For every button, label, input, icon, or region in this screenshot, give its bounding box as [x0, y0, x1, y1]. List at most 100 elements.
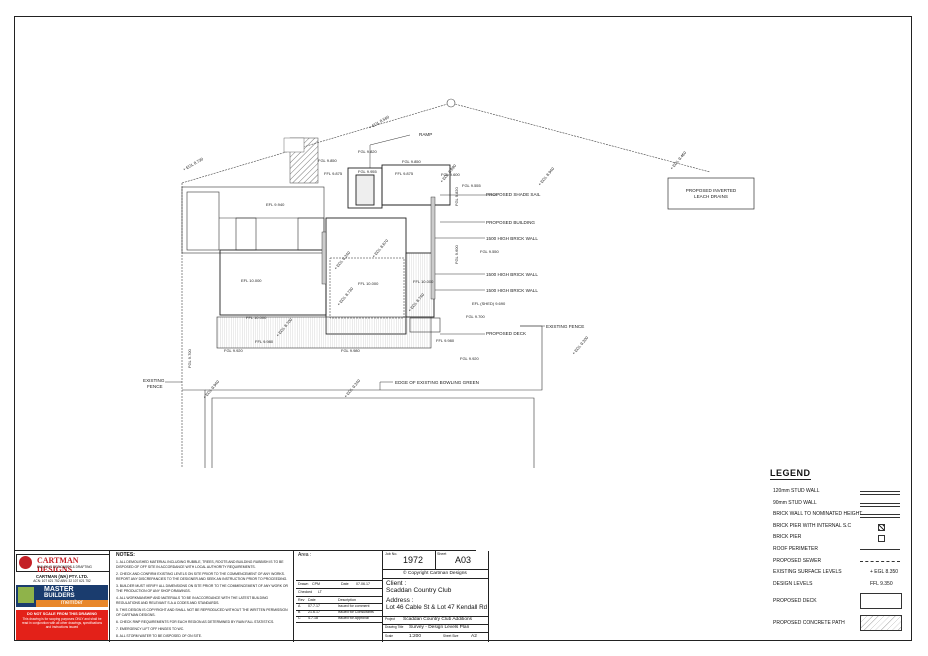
- master-builders-badge: MASTER BUILDERS member: [16, 585, 108, 607]
- project-info-panel: Job No. 1972 Sheet A03 © Copyright Cartm…: [383, 551, 489, 642]
- note-item: 7. EMERGENCY LIFT OFF HINGES TO WC.: [116, 627, 185, 631]
- revision-date: 07.7.17: [308, 604, 320, 608]
- title-block: CARTMAN DESIGNS BUILDING DESIGNERS & DRA…: [14, 550, 489, 642]
- level-label: FFL 9.875: [324, 171, 343, 176]
- level-label: FFL 10.000: [358, 281, 379, 286]
- egl-label: + EGL 8.670: [371, 238, 390, 259]
- level-label: FFL 9.980: [436, 338, 455, 343]
- level-label: FGL 9.955: [358, 169, 378, 174]
- ramp-label: RAMP: [419, 132, 432, 137]
- water-tank: [283, 137, 305, 153]
- site-boundary: [181, 102, 711, 468]
- disclaimer-title: DO NOT SCALE FROM THIS DRAWING: [26, 612, 98, 616]
- deck-step: [409, 317, 441, 333]
- brick-wall-label-3: 1500 HIGH BRICK WALL: [486, 288, 538, 293]
- egl-label: + EGL 8.730: [336, 286, 355, 307]
- legend-item-label: 90mm STUD WALL: [773, 499, 817, 506]
- legend-item: EXISTING SURFACE LEVELS+ EGL 8.350: [770, 567, 910, 579]
- company-line-3: ACN: 107 621 752 ABN: 32 107 621 752: [33, 579, 91, 583]
- level-label: FGL 9.920: [224, 348, 244, 353]
- legend-symbol: [860, 560, 900, 564]
- drawing-title-value: Survey - Design Levels Plan: [409, 625, 470, 630]
- legend-item-label: 120mm STUD WALL: [773, 488, 820, 494]
- leach-drain-box: [667, 177, 755, 210]
- note-item: 8. ALL STORM WATER TO BE DISPOSED OF ON …: [116, 634, 202, 638]
- legend-item: PROPOSED CONCRETE PATH: [770, 612, 910, 634]
- drawing-sheet-border: [14, 16, 912, 641]
- legend-symbol: [860, 548, 900, 552]
- scale-label: Scale: [385, 634, 393, 638]
- note-item: 5. THIS DESIGN IS COPYRIGHT AND SHALL NO…: [116, 608, 288, 617]
- checked-label: Checked: [298, 590, 313, 594]
- drawn-value: CPM: [312, 582, 320, 586]
- revision-date: 4.7.18: [308, 616, 318, 620]
- job-number: 1972: [403, 555, 424, 565]
- proposed-building: [219, 164, 451, 335]
- project-value: Scaddan Country Club Additions: [403, 617, 473, 622]
- note-item: 2. CHECK AND CONFIRM EXISTING LEVELS ON …: [116, 572, 288, 581]
- legend-title: LEGEND: [770, 468, 811, 480]
- scale-value: 1:200: [409, 634, 422, 639]
- egl-label: + EGL 9.200: [571, 335, 590, 356]
- company-tag: BUILDING DESIGNERS & DRAFTING: [37, 565, 92, 569]
- company-panel: CARTMAN DESIGNS BUILDING DESIGNERS & DRA…: [14, 551, 110, 642]
- level-label: FGL 9.600: [454, 244, 459, 264]
- legend-item-label: PROPOSED CONCRETE PATH: [773, 620, 845, 627]
- badge-logo-icon: [18, 587, 34, 603]
- existing-fence-left-label-2: FENCE: [147, 384, 163, 389]
- date-value: 07.06.17: [356, 582, 370, 586]
- legend-symbol: [860, 615, 902, 632]
- level-label: FGL 9.850: [402, 159, 422, 164]
- proposed-deck: [216, 316, 432, 349]
- company-name: CARTMAN DESIGNS: [37, 556, 79, 574]
- proposed-building-label: PROPOSED BUILDING: [486, 220, 535, 225]
- legend-item: 90mm STUD WALL: [770, 498, 910, 510]
- bowling-green-label: EDGE OF EXISTING BOWLING GREEN: [395, 380, 479, 385]
- level-label: FFL 10.000: [246, 315, 267, 320]
- note-item: 6. CHECK RWP REQUIREMENTS FOR EACH REGIO…: [116, 620, 275, 624]
- address-label: Address :: [386, 597, 414, 604]
- copyright-text: © Copyright Cartman Designs: [403, 571, 467, 576]
- legend: LEGEND 120mm STUD WALL 90mm STUD WALL BRIC…: [770, 468, 910, 634]
- legend-item-label: PROPOSED DECK: [773, 598, 817, 605]
- legend-item-label: BRICK WALL TO NOMINATED HEIGHT: [773, 511, 863, 518]
- legend-symbol: [860, 593, 902, 610]
- level-label: FFL 9.875: [395, 171, 414, 176]
- legend-item-label: PROPOSED SEWER: [773, 557, 822, 564]
- checked-value: LT: [318, 590, 322, 594]
- legend-symbol: [860, 491, 900, 495]
- revision-rev: C: [298, 616, 301, 620]
- legend-item-label: DESIGN LEVELS: [773, 580, 813, 587]
- legend-symbol: [878, 535, 885, 543]
- client-name: Scaddan Country Club: [386, 587, 452, 594]
- note-item: 4. ALL WORKMANSHIP AND MATERIALS TO BE I…: [116, 596, 269, 605]
- level-label: EFL 9.940: [266, 202, 285, 207]
- legend-item: BRICK WALL TO NOMINATED HEIGHT: [770, 509, 910, 521]
- date-label: Date: [341, 582, 349, 586]
- note-item: 1. ALL DEMOLISHED MATERIAL INCLUDING RUB…: [116, 560, 284, 569]
- legend-item: 120mm STUD WALL: [770, 486, 910, 498]
- revision-desc: Issued for Consultants: [338, 610, 374, 614]
- drawn-label: Drawn: [298, 582, 309, 586]
- callout-leaders: [165, 134, 545, 390]
- project-label: Project: [385, 617, 395, 621]
- company-line-2: CARTMAN (WA) PTY. LTD.: [35, 574, 89, 579]
- rev-header: Rev: [298, 598, 305, 602]
- level-label: FGL 9.550: [480, 249, 500, 254]
- level-label: FGL 9.820: [358, 149, 378, 154]
- legend-symbol-text: + EGL 8.350: [870, 569, 899, 576]
- level-label: FGL 9.700: [187, 348, 192, 368]
- drawing-title-label: Drawing Title: [385, 625, 404, 629]
- legend-symbol: [860, 514, 900, 519]
- area-revision-panel: Area : Drawn CPM Date 07.06.17 Checked L…: [296, 551, 383, 642]
- shade-sail-label: PROPOSED SHADE SAIL: [486, 192, 541, 197]
- badge-text-1: MASTER: [44, 586, 74, 593]
- level-label: FGL 9.920: [460, 356, 480, 361]
- logo-mark-icon: [19, 556, 32, 569]
- rev-date-header: Date: [308, 598, 316, 602]
- level-label: EFL 10.000: [241, 278, 262, 283]
- design-levels: FGL 9.820 FGL 9.850 FGL 9.850 FFL 9.875 …: [187, 149, 506, 368]
- level-label: FGL 9.850: [318, 158, 338, 163]
- badge-text-3: member: [36, 600, 108, 607]
- sheet-size-label: Sheet Size: [443, 634, 459, 638]
